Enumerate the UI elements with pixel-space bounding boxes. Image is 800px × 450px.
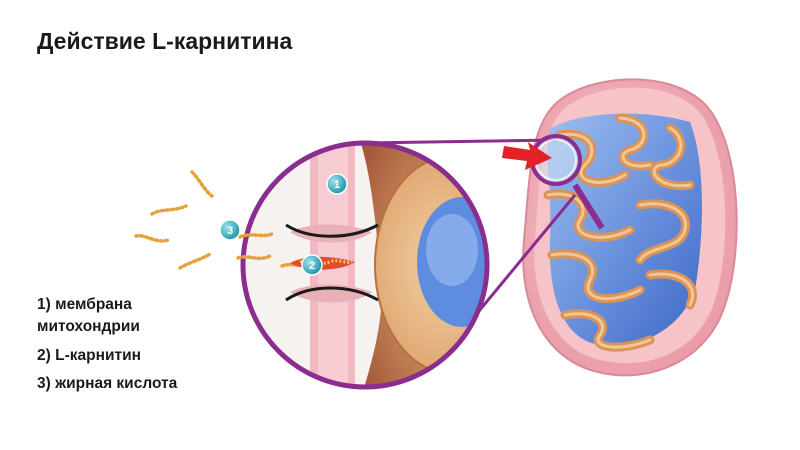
magnified-lens	[240, 140, 490, 390]
red-pointer-arrow	[502, 142, 552, 170]
legend-text: жирная кислота	[55, 375, 178, 393]
marker-2: 2	[301, 254, 323, 276]
legend-text-line2: митохондрии	[37, 318, 140, 336]
legend-text: мембрана	[55, 296, 132, 313]
mitochondrion	[522, 78, 738, 377]
legend-text: L-карнитин	[55, 346, 141, 364]
legend-item-membrane: 1) мембрана митохондрии	[37, 294, 177, 339]
legend-item-carnitine: 2) L-карнитин	[37, 345, 177, 367]
marker-2-label: 2	[309, 260, 315, 272]
legend-number: 1)	[37, 296, 51, 313]
marker-3: 3	[219, 219, 241, 241]
page-title: Действие L-карнитина	[37, 28, 293, 54]
legend-item-fatty-acid: 3) жирная кислота	[37, 373, 177, 395]
marker-3-label: 3	[227, 225, 233, 237]
legend-number: 2)	[37, 346, 51, 364]
marker-1: 1	[326, 173, 348, 195]
legend: 1) мембрана митохондрии 2) L-карнитин 3)…	[37, 294, 177, 402]
legend-number: 3)	[37, 375, 51, 393]
marker-1-label: 1	[334, 179, 340, 191]
